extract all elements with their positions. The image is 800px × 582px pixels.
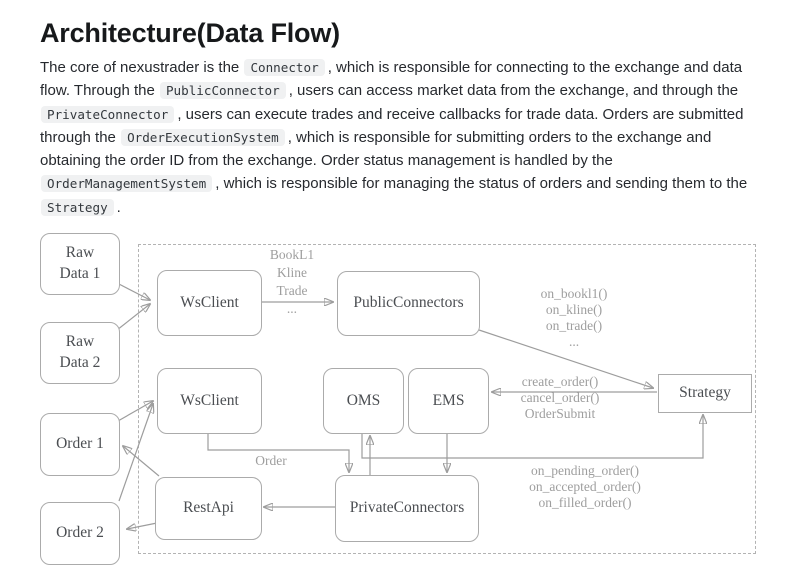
paragraph-line: flow. Through the PublicConnector, users…: [40, 82, 739, 100]
page-title: Architecture(Data Flow): [40, 18, 340, 48]
edge-rest-api-order-1: [123, 446, 160, 477]
edge-raw-data-2-ws-client-1: [116, 304, 150, 331]
inline-code: Strategy: [41, 198, 114, 216]
node-public-connectors: PublicConnectors: [337, 271, 480, 336]
edge-label-order-label: Order: [255, 453, 287, 468]
node-oms: OMS: [323, 368, 404, 434]
edge-rest-api-order-2: [127, 522, 158, 529]
node-private-connectors: PrivateConnectors: [335, 475, 479, 542]
node-order-1: Order 1: [40, 413, 120, 476]
node-ems: EMS: [408, 368, 489, 434]
intro-paragraph: The core of nexustrader is the Connector…: [40, 56, 770, 219]
inline-code: OrderManagementSystem: [41, 175, 213, 193]
edge-oms-strategy: [361, 415, 703, 459]
inline-code: PublicConnector: [159, 82, 286, 100]
paragraph-line: through the OrderExecutionSystem, which …: [40, 128, 712, 146]
edge-label-order-status-callbacks: on_pending_order()on_accepted_order()on_…: [529, 463, 641, 510]
edge-label-market-data-callbacks: on_bookl1()on_kline()on_trade()...: [540, 286, 608, 349]
edge-label-order-commands: create_order()cancel_order()OrderSubmit: [520, 374, 600, 421]
inline-code: PrivateConnector: [41, 105, 175, 123]
edge-ws-client-2-private-connectors: [207, 432, 349, 472]
paragraph-line: obtaining the order ID from the exchange…: [40, 152, 613, 170]
paragraph-line: The core of nexustrader is the Connector…: [40, 59, 743, 76]
node-rest-api: RestApi: [155, 477, 262, 540]
system-boundary: [138, 244, 756, 554]
edge-public-connectors-strategy: [475, 328, 653, 388]
node-order-2: Order 2: [40, 502, 120, 565]
paragraph-line: PrivateConnector, users can execute trad…: [40, 103, 770, 126]
edge-raw-data-1-ws-client-1: [116, 282, 150, 300]
node-ws-client-2: WsClient: [157, 368, 262, 434]
inline-code: OrderExecutionSystem: [121, 128, 285, 146]
node-raw-data-1: Raw Data 1: [40, 233, 120, 295]
node-strategy: Strategy: [658, 374, 752, 413]
inline-code: Connector: [244, 59, 325, 76]
node-raw-data-2: Raw Data 2: [40, 322, 120, 384]
node-ws-client-1: WsClient: [157, 270, 262, 336]
paragraph-line: Strategy.: [40, 196, 770, 219]
paragraph-line: OrderManagementSystem, which is responsi…: [40, 172, 770, 195]
edge-order-2-ws-client-2: [118, 404, 153, 502]
